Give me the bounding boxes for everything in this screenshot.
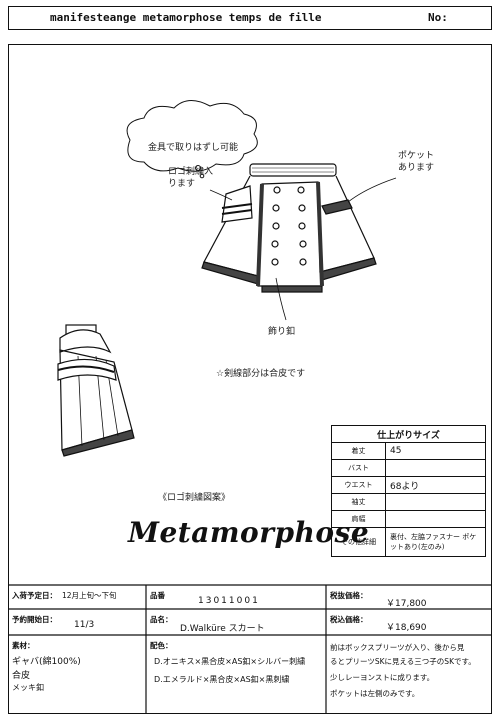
arrival-label: 入荷予定日： xyxy=(12,591,57,600)
reserve-label: 予約開始日： xyxy=(12,615,57,624)
price-ex-value: ￥17,800 xyxy=(386,599,427,609)
side-skirt-drawing xyxy=(57,324,135,457)
material-label: 素材： xyxy=(12,641,35,650)
color-value-0: D.オニキス×黒合皮×AS釦×シルバー刺繍 xyxy=(154,657,306,666)
annotation-pocket: ポケットあります xyxy=(398,151,435,173)
annotation-buttons: 飾り釦 xyxy=(268,327,296,337)
header-no-label: No: xyxy=(428,11,448,24)
name-value: D.Walküre スカート xyxy=(180,624,265,634)
price-ex-label: 税抜価格： xyxy=(330,591,368,600)
material-value-0: ギャバ(綿100%) xyxy=(12,657,81,667)
notes-line-3: ポケットは左側のみです。 xyxy=(330,689,420,698)
table-row: バスト xyxy=(331,459,486,477)
price-in-value: ￥18,690 xyxy=(386,623,427,633)
brand-logo: Metamorphose xyxy=(128,516,370,549)
annotation-mesh-note: ☆剣線部分は合皮です xyxy=(216,369,306,379)
table-row: その他詳細裏付、左脇ファスナー ポケットあり(左のみ) xyxy=(331,527,486,557)
name-label: 品名： xyxy=(150,615,173,624)
cloud-bubble xyxy=(126,100,258,172)
notes-line-0: 前はボックスプリーツが入り、後から見 xyxy=(330,643,465,652)
color-label: 配色： xyxy=(150,641,173,650)
annotation-logo-embroidery: ロゴ刺繍入ります xyxy=(168,167,214,189)
front-skirt-drawing xyxy=(201,163,377,293)
header-bar xyxy=(8,6,492,30)
sheet-frame xyxy=(8,44,492,714)
annotation-cloud: 金具で取りはずし可能 xyxy=(148,143,239,153)
product-no-label: 品番 xyxy=(150,591,165,600)
notes-line-2: 少しレーヨンストに成ります。 xyxy=(330,673,435,682)
product-no-value: 13011001 xyxy=(198,596,260,606)
material-value-1: 合皮 xyxy=(12,671,31,681)
notes-line-1: るとプリーツSKに見える三つ子のSKです。 xyxy=(330,657,476,666)
reserve-value: 11/3 xyxy=(74,620,95,630)
arrival-value: 12月上旬～下旬 xyxy=(62,591,117,600)
annotation-logo-design: 《ロゴ刺繍図案》 xyxy=(158,493,231,503)
color-value-1: D.エメラルド×黒合皮×AS釦×黒刺繍 xyxy=(154,675,290,684)
material-value-2: メッキ釦 xyxy=(12,683,44,692)
price-in-label: 税込価格： xyxy=(330,615,368,624)
header-title: manifesteange metamorphose temps de fill… xyxy=(50,11,322,24)
